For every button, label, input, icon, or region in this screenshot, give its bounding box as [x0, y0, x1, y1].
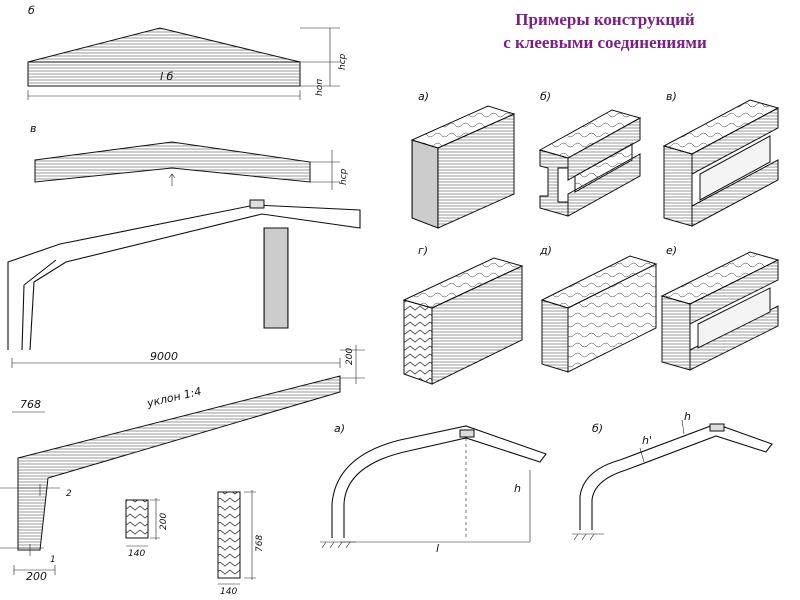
beam-solid-a: а) — [410, 90, 516, 229]
title-line-1: Примеры конструкций — [515, 10, 695, 29]
slide-title: Примеры конструкций с клеевыми соединени… — [440, 8, 770, 54]
arch-a-h: h — [514, 482, 521, 495]
section-large-height: 768 — [255, 535, 265, 552]
truss-curved-hcp: hср — [339, 168, 349, 185]
section-small-width: 140 — [128, 549, 145, 559]
section-large: 140 768 — [217, 490, 265, 597]
truss-top-hop: hоп — [315, 79, 325, 96]
frame-section-2: 2 — [66, 489, 72, 499]
beam-i-b: б) — [538, 90, 642, 217]
frame-slope: уклон 1:4 — [145, 385, 203, 410]
truss-top-letter: б — [28, 4, 35, 17]
beam-box-v: в) — [662, 90, 780, 227]
arch-b-h-prime: h' — [642, 434, 652, 447]
beam-g-label: г) — [418, 244, 428, 257]
arch-a: а) h l — [320, 422, 547, 555]
glulam-frame — [7, 199, 361, 351]
arch-b-h: h — [684, 410, 691, 423]
beam-box-e: е) — [660, 244, 780, 371]
section-large-width: 140 — [220, 587, 237, 597]
glulam-truss-top: б l б hср hоп — [27, 4, 348, 100]
beam-d-label: д) — [539, 244, 552, 257]
beam-b-label: б) — [540, 90, 551, 103]
beam-i-d: д) — [539, 244, 658, 373]
frame-offset: 768 — [20, 398, 41, 411]
section-small: 140 200 — [125, 498, 169, 559]
truss-top-hcp: hср — [338, 53, 348, 70]
glulam-half-frame: 9000 200 768 уклон 1:4 2 1 200 — [0, 345, 365, 583]
truss-top-span: l б — [160, 70, 174, 83]
arch-a-label: а) — [334, 422, 345, 435]
truss-curved-letter: в — [30, 122, 36, 135]
beam-e-label: е) — [666, 244, 677, 257]
arch-b: б) h' h — [572, 410, 773, 541]
frame-height: 200 — [345, 348, 355, 365]
beam-a-label: а) — [418, 90, 429, 103]
frame-section-1: 1 — [50, 555, 56, 565]
beam-solid-g: г) — [402, 244, 524, 385]
glulam-truss-curved: в hср — [30, 122, 349, 190]
frame-base: 200 — [26, 570, 47, 583]
frame-span: 9000 — [150, 350, 178, 363]
title-line-2: с клеевыми соединениями — [503, 33, 707, 52]
beam-v-label: в) — [666, 90, 677, 103]
section-small-height: 200 — [159, 513, 169, 530]
arch-b-label: б) — [592, 422, 603, 435]
arch-a-l: l — [436, 542, 439, 555]
